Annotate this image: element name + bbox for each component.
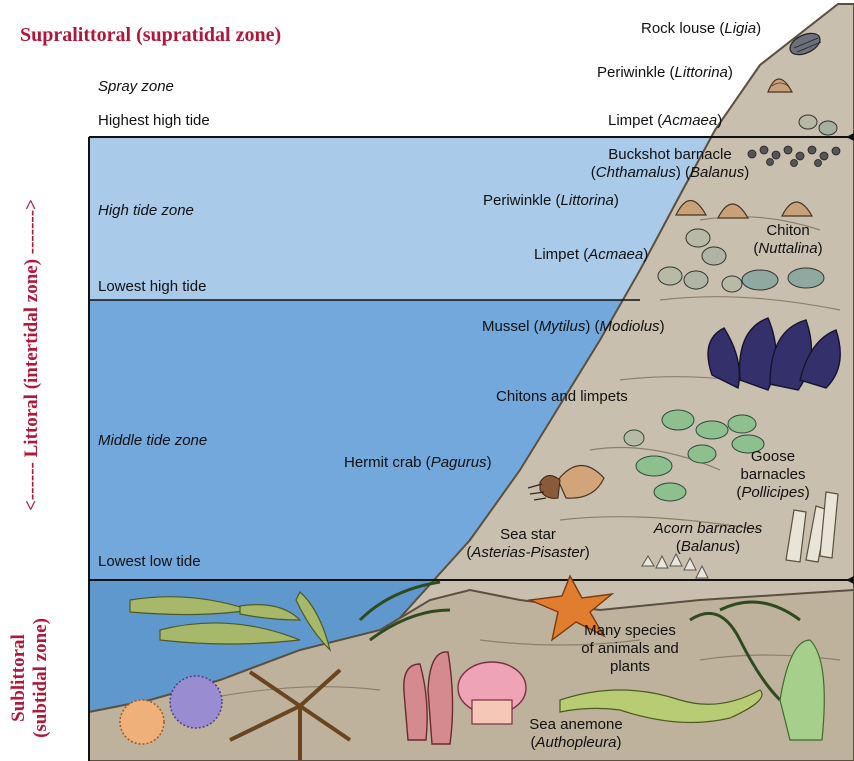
limpet-mid-label: Limpet (Acmaea)	[534, 246, 648, 264]
periwinkle-mid-label: Periwinkle (Littorina)	[483, 192, 619, 210]
goose-barnacles-label: Goose barnacles (Pollicipes)	[708, 448, 838, 502]
sublittoral-zone-title-line2: (subtidal zone)	[30, 598, 52, 758]
limpet-top-label: Limpet (Acmaea)	[608, 112, 722, 130]
chiton-label: Chiton (Nuttalina)	[738, 222, 838, 258]
sea-star-label: Sea star (Asterias-Pisaster)	[444, 526, 612, 562]
lowest-high-tide-label: Lowest high tide	[98, 278, 206, 296]
spray-zone-label: Spray zone	[98, 78, 174, 96]
acorn-barnacles-label: Acorn barnacles (Balanus)	[628, 520, 788, 556]
chitons-limpets-label: Chitons and limpets	[496, 388, 628, 406]
sublittoral-zone-title-line1: Sublittoral	[8, 598, 30, 758]
high-tide-zone-label: High tide zone	[98, 202, 194, 220]
buckshot-barnacle-label: Buckshot barnacle (Chthamalus) (Balanus)	[565, 146, 775, 182]
lowest-low-tide-label: Lowest low tide	[98, 553, 201, 571]
supralittoral-zone-title: Supralittoral (supratidal zone)	[20, 24, 281, 47]
mussel-label: Mussel (Mytilus) (Modiolus)	[482, 318, 665, 336]
middle-tide-zone-label: Middle tide zone	[98, 432, 207, 450]
hermit-crab-label: Hermit crab (Pagurus)	[344, 454, 492, 472]
highest-high-tide-label: Highest high tide	[98, 112, 210, 130]
periwinkle-top-label: Periwinkle (Littorina)	[597, 64, 733, 82]
sea-anemone-label: Sea anemone (Authopleura)	[506, 716, 646, 752]
littoral-zone-title: <------ Littoral (intertidal zone) -----…	[21, 195, 43, 515]
rock-louse-label: Rock louse (Ligia)	[641, 20, 761, 38]
many-species-label: Many species of animals and plants	[560, 622, 700, 676]
